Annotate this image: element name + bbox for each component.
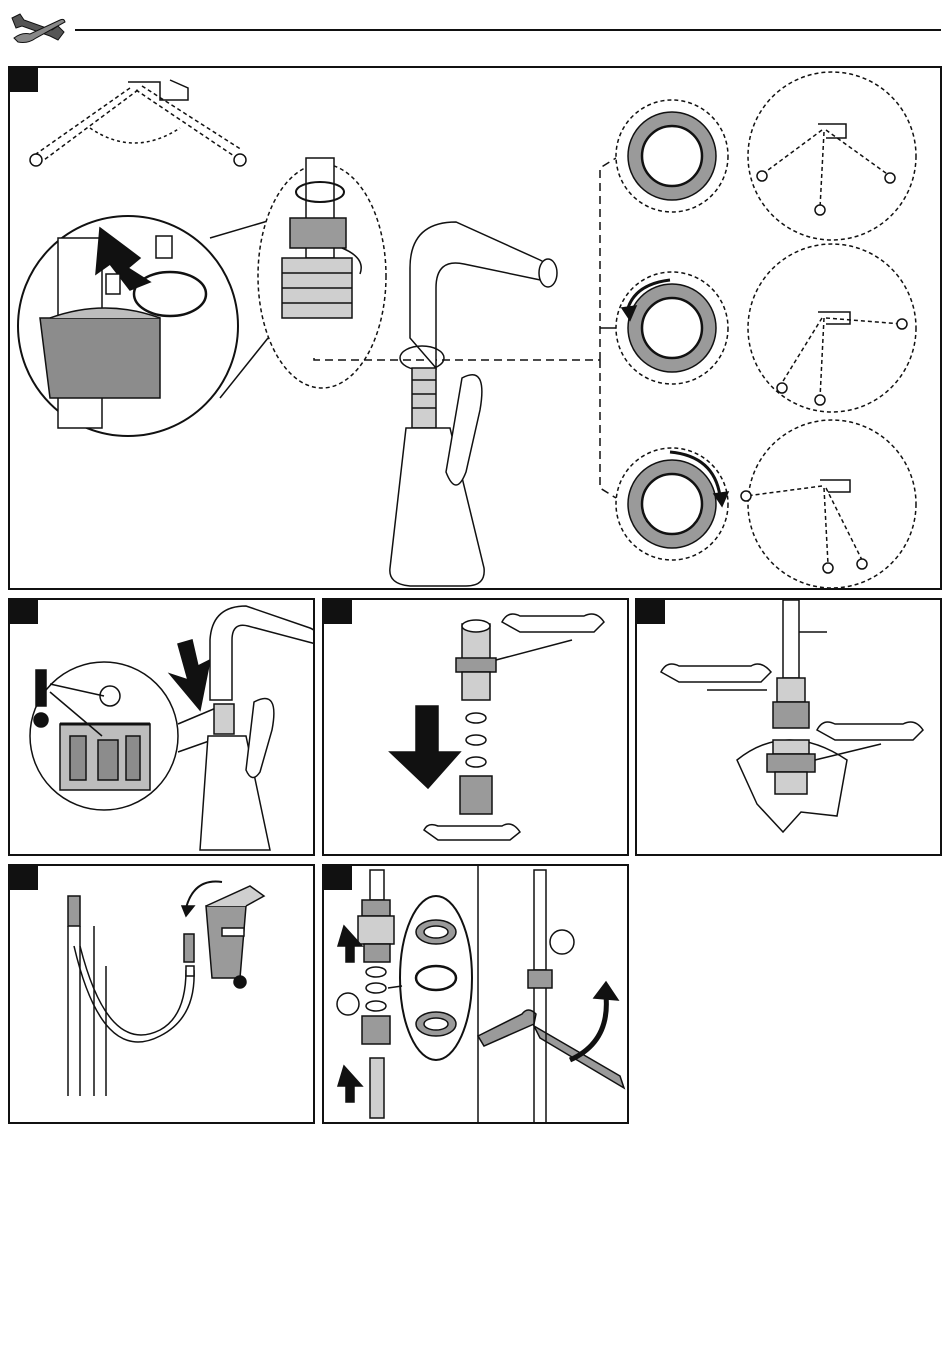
header-rule [75, 29, 941, 31]
step-5-panel [8, 864, 315, 1124]
step-2-illustration [10, 600, 315, 856]
step-6-illustration [324, 866, 629, 1124]
step-1-illustration [10, 68, 942, 590]
step-4-illustration [637, 600, 942, 856]
step-3-illustration [324, 600, 629, 856]
step-6-panel [322, 864, 629, 1124]
step-3-panel [322, 598, 629, 856]
wrench-screwdriver-icon [8, 8, 68, 48]
step-4-panel [635, 598, 942, 856]
step-1-panel [8, 66, 942, 590]
step-2-panel [8, 598, 315, 856]
step-5-illustration [10, 866, 315, 1124]
